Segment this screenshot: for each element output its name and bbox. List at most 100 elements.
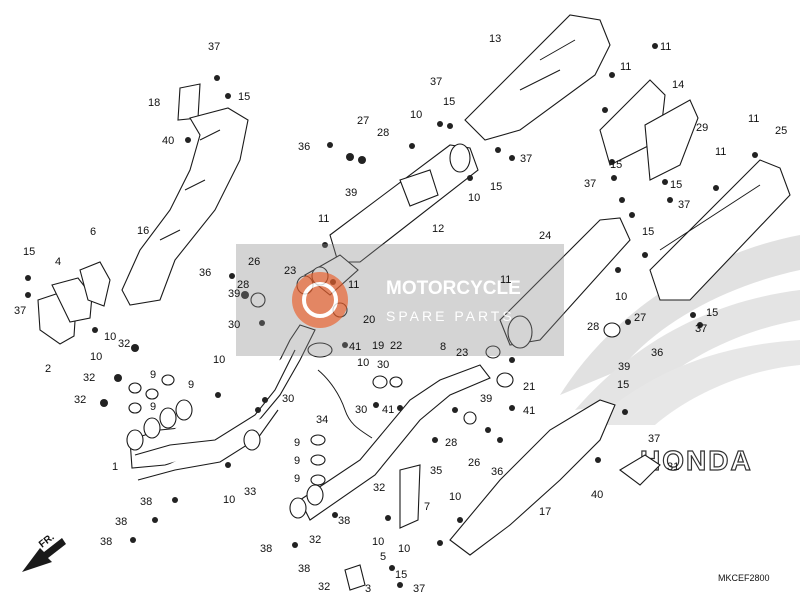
part-29-cover: [644, 99, 699, 181]
callout-11: 11: [318, 213, 329, 225]
callout-38: 38: [338, 515, 350, 527]
part-3-bracket: [344, 564, 366, 591]
callout-20: 20: [363, 314, 375, 326]
callout-28: 28: [237, 279, 249, 291]
callout-8: 8: [440, 341, 446, 353]
callout-11: 11: [660, 41, 671, 53]
callout-37: 37: [584, 178, 596, 190]
callout-32: 32: [83, 372, 95, 384]
callout-11: 11: [748, 113, 759, 125]
diagram-code: MKCEF2800: [718, 573, 770, 583]
callout-36: 36: [298, 141, 310, 153]
front-direction-arrow: FR.: [22, 532, 66, 572]
callout-13: 13: [489, 33, 501, 45]
callout-37: 37: [208, 41, 220, 53]
part-13-top-cover: [464, 14, 611, 141]
watermark: MOTORCYCLE SPARE PARTS: [236, 244, 564, 356]
callout-22: 22: [390, 340, 402, 352]
callout-30: 30: [377, 359, 389, 371]
callout-26: 26: [468, 457, 480, 469]
callout-38: 38: [140, 496, 152, 508]
callout-15: 15: [706, 307, 718, 319]
callout-23: 23: [284, 265, 296, 277]
callout-28: 28: [445, 437, 457, 449]
callout-30: 30: [228, 319, 240, 331]
callout-39: 39: [345, 187, 357, 199]
callout-32: 32: [74, 394, 86, 406]
callout-41: 41: [382, 404, 394, 416]
callout-15: 15: [23, 246, 35, 258]
callout-38: 38: [100, 536, 112, 548]
callout-36: 36: [491, 466, 503, 478]
callout-4: 4: [55, 256, 61, 268]
callout-9: 9: [294, 455, 300, 467]
callout-32: 32: [318, 581, 330, 593]
callout-15: 15: [490, 181, 502, 193]
callout-15: 15: [670, 179, 682, 191]
callout-28: 28: [587, 321, 599, 333]
callout-38: 38: [115, 516, 127, 528]
callout-10: 10: [223, 494, 235, 506]
callout-11: 11: [715, 146, 726, 158]
part-24-lower-muffler: [499, 217, 631, 349]
callout-12: 12: [432, 223, 444, 235]
part-1-header-pipes: [126, 324, 316, 481]
part-7-bracket: [399, 464, 421, 529]
callout-10: 10: [104, 331, 116, 343]
callout-18: 18: [148, 97, 160, 109]
callout-15: 15: [443, 96, 455, 108]
callout-17: 17: [539, 506, 551, 518]
callout-9: 9: [150, 401, 156, 413]
part-25-right-muffler: [649, 159, 791, 301]
callout-32: 32: [309, 534, 321, 546]
part-9-gaskets: [128, 374, 326, 486]
callout-10: 10: [398, 543, 410, 555]
callout-24: 24: [539, 230, 551, 242]
callout-37: 37: [14, 305, 26, 317]
callout-31: 31: [667, 461, 679, 473]
honda-wing-logo: [560, 235, 800, 425]
callout-40: 40: [162, 135, 174, 147]
callout-10: 10: [410, 109, 422, 121]
callout-29: 29: [696, 122, 708, 134]
callout-30: 30: [355, 404, 367, 416]
callout-1: 1: [112, 461, 118, 473]
callout-25: 25: [775, 125, 787, 137]
part-2-4-6-brackets: [37, 261, 111, 345]
callout-2: 2: [45, 363, 51, 375]
callout-10: 10: [372, 536, 384, 548]
callout-38: 38: [298, 563, 310, 575]
callout-27: 27: [357, 115, 369, 127]
callout-39: 39: [228, 288, 240, 300]
watermark-subtitle: SPARE PARTS: [386, 308, 515, 324]
callout-9: 9: [188, 379, 194, 391]
callout-16: 16: [137, 225, 149, 237]
callout-9: 9: [150, 369, 156, 381]
callout-36: 36: [199, 267, 211, 279]
callout-15: 15: [395, 569, 407, 581]
callout-10: 10: [213, 354, 225, 366]
callout-14: 14: [672, 79, 684, 91]
callout-30: 30: [282, 393, 294, 405]
callout-15: 15: [642, 226, 654, 238]
callout-15: 15: [238, 91, 250, 103]
callout-7: 7: [424, 501, 430, 513]
part-31-emblem: [619, 454, 661, 486]
callout-10: 10: [449, 491, 461, 503]
callout-39: 39: [618, 361, 630, 373]
callout-15: 15: [610, 159, 622, 171]
callout-11: 11: [620, 61, 631, 73]
callout-28: 28: [377, 127, 389, 139]
callout-11: 11: [500, 274, 511, 286]
callout-34: 34: [316, 414, 328, 426]
callout-37: 37: [430, 76, 442, 88]
part-17-heat-shield: [449, 399, 616, 556]
callout-19: 19: [372, 340, 384, 352]
callout-33: 33: [244, 486, 256, 498]
callout-40: 40: [591, 489, 603, 501]
callout-37: 37: [695, 323, 707, 335]
callout-10: 10: [468, 192, 480, 204]
